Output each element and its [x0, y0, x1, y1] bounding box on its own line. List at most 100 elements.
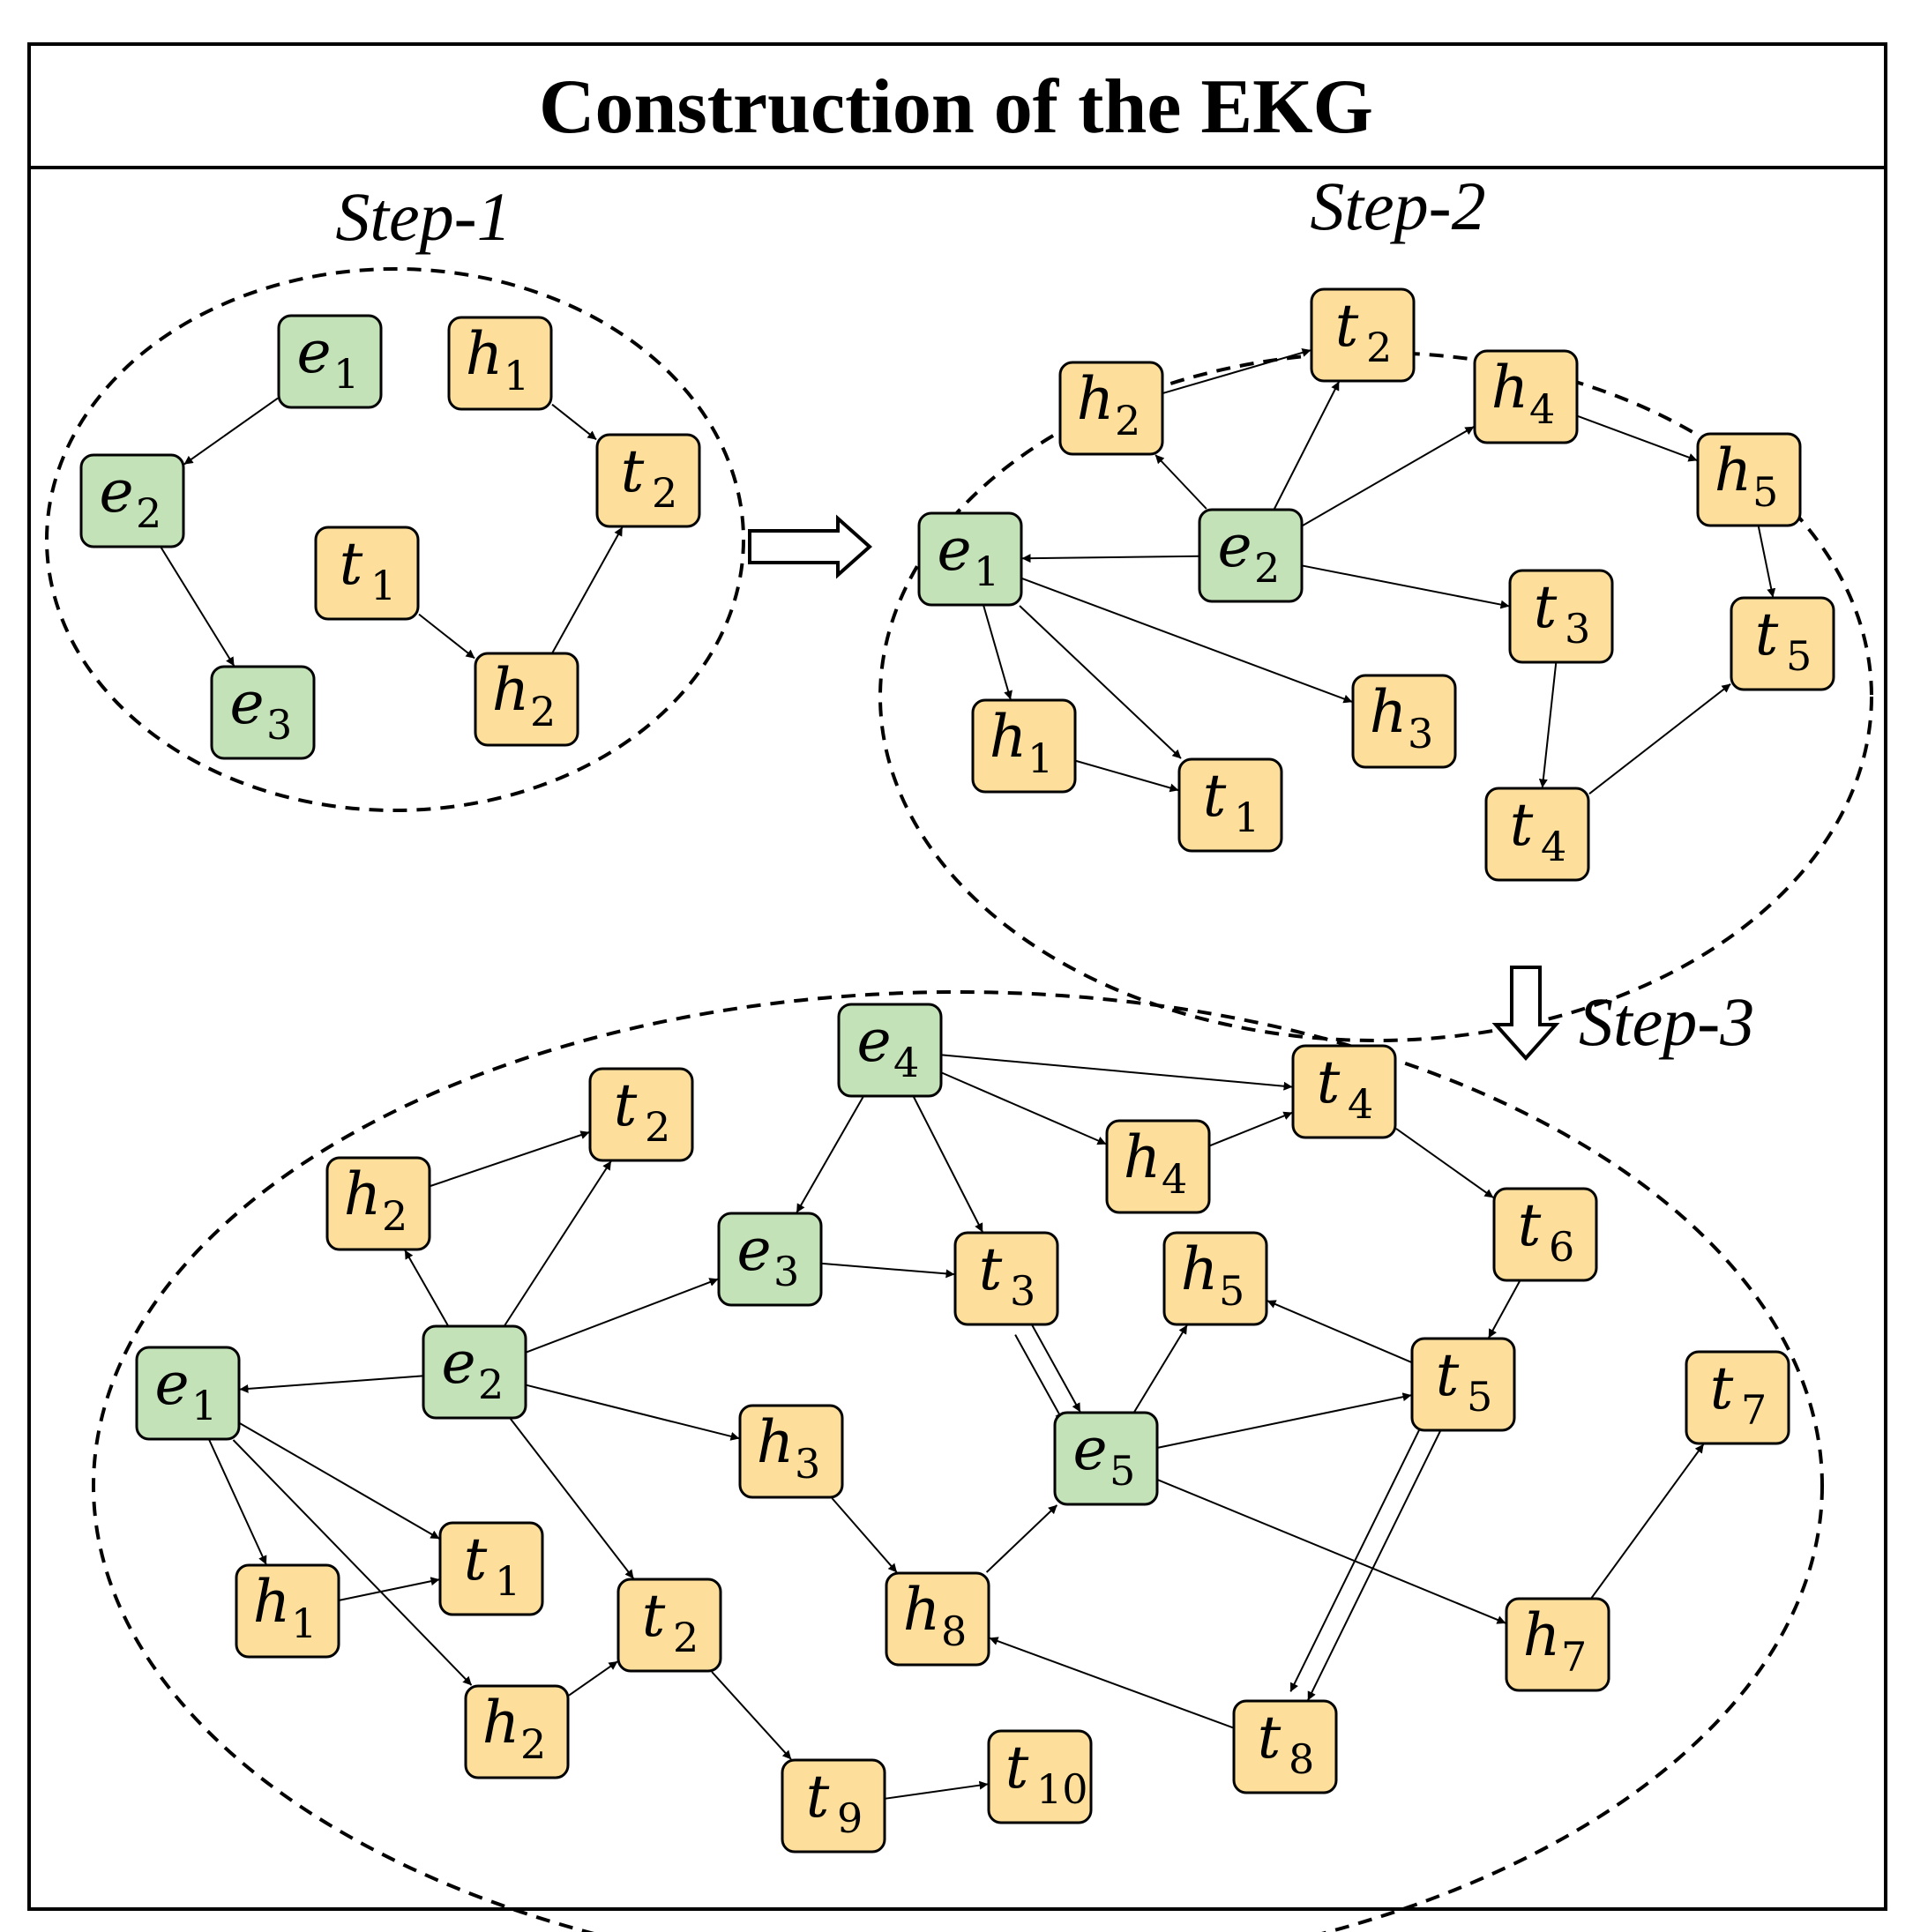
node-letter: t: [621, 437, 645, 505]
edge-1-e2-t2: [1274, 381, 1340, 510]
node-box: [738, 1404, 844, 1499]
node-letter: t: [1710, 1354, 1734, 1422]
node-subscript: 2: [478, 1361, 504, 1408]
node-subscript: 1: [1027, 735, 1053, 782]
node-subscript: 1: [1234, 794, 1259, 841]
node-box: [277, 314, 383, 409]
node-subscript: 2: [1366, 324, 1392, 371]
edge-2-e2-h3: [526, 1384, 740, 1441]
node-letter: h: [253, 1568, 291, 1636]
edge-0-t1-h2: [418, 613, 475, 660]
node-subscript: 2: [673, 1614, 699, 1661]
node-letter: e: [229, 669, 264, 737]
edge-2-e5-h7: [1157, 1479, 1506, 1624]
edge-2-t6-t5: [1488, 1280, 1521, 1339]
node-letter: e: [856, 1007, 891, 1075]
node-subscript: 2: [382, 1192, 407, 1240]
node-box: [438, 1521, 544, 1616]
edge-2-h3-h8: [831, 1497, 898, 1573]
edge-2-t3-e5: [1014, 1334, 1065, 1422]
node-box: [1291, 1044, 1397, 1139]
node-letter: e: [99, 458, 133, 526]
node-box: [447, 316, 553, 411]
node-subscript: 5: [1110, 1447, 1135, 1495]
node-box: [422, 1324, 527, 1420]
node-letter: h: [1715, 436, 1752, 504]
step-2-label: Step-2: [1310, 168, 1485, 244]
edge-1-e2-h4: [1302, 426, 1475, 526]
node-box: [474, 652, 579, 747]
node-letter: t: [1203, 762, 1227, 830]
edge-0-e2-e3: [160, 547, 235, 667]
edge-1-h5-t5: [1757, 526, 1776, 598]
node-box: [1351, 674, 1457, 769]
node-subscript: 1: [974, 548, 999, 595]
node-box: [885, 1571, 990, 1667]
node-letter: e: [154, 1350, 189, 1418]
node-box: [1198, 508, 1304, 603]
node-subscript: 8: [941, 1608, 967, 1655]
node-letter: h: [466, 320, 504, 388]
transition-arrows: [748, 514, 1560, 1061]
edge-2-e3-t3: [821, 1262, 955, 1279]
edge-0-h1-t2: [551, 403, 597, 441]
edge-2-e5-t5: [1157, 1392, 1412, 1449]
node-subscript: 9: [837, 1794, 863, 1842]
node-subscript: 3: [1408, 710, 1433, 757]
edge-2-h7-t7: [1590, 1443, 1705, 1599]
edge-2-e2-h2a: [404, 1249, 449, 1326]
edge-2-e4-t3: [913, 1096, 983, 1233]
node-subscript: 5: [1467, 1373, 1492, 1421]
node-box: [210, 665, 316, 760]
node-subscript: 3: [795, 1440, 820, 1488]
edge-2-e2-e3: [526, 1278, 719, 1354]
edge-2-t5-t8: [1289, 1421, 1424, 1692]
node-box: [953, 1231, 1059, 1326]
edge-2-e4-h4: [941, 1071, 1107, 1145]
node-subscript: 2: [645, 1103, 670, 1151]
edge-2-h1-t1: [339, 1577, 440, 1601]
edge-1-t4-t5: [1588, 683, 1731, 794]
node-letter: t: [1755, 600, 1779, 668]
node-letter: t: [464, 1525, 488, 1593]
node-subscript: 1: [495, 1557, 520, 1605]
edge-2-e2-e1: [239, 1375, 423, 1393]
outer-frame: [27, 42, 1887, 1911]
node-subscript: 5: [1786, 632, 1812, 680]
node-letter: t: [1317, 1048, 1341, 1116]
edge-2-e1-h1: [208, 1439, 267, 1565]
node-letter: h: [1370, 678, 1408, 746]
node-subscript: 2: [520, 1720, 546, 1768]
edge-1-e1-t1: [1019, 605, 1182, 759]
node-letter: e: [296, 318, 331, 386]
node-box: [1730, 596, 1835, 691]
node-subscript: 2: [136, 489, 161, 537]
node-letter: h: [1124, 1123, 1162, 1191]
node-subscript: 2: [1254, 544, 1280, 592]
edge-1-h1-t1: [1075, 759, 1179, 793]
step-2-to-3-arrow: [1491, 966, 1560, 1061]
edge-2-h2a-t2a: [430, 1130, 590, 1187]
node-letter: t: [1518, 1191, 1542, 1259]
node-letter: t: [1258, 1704, 1282, 1772]
node-box: [1508, 569, 1614, 664]
node-subscript: 4: [1529, 385, 1555, 433]
node-box: [1473, 349, 1579, 444]
